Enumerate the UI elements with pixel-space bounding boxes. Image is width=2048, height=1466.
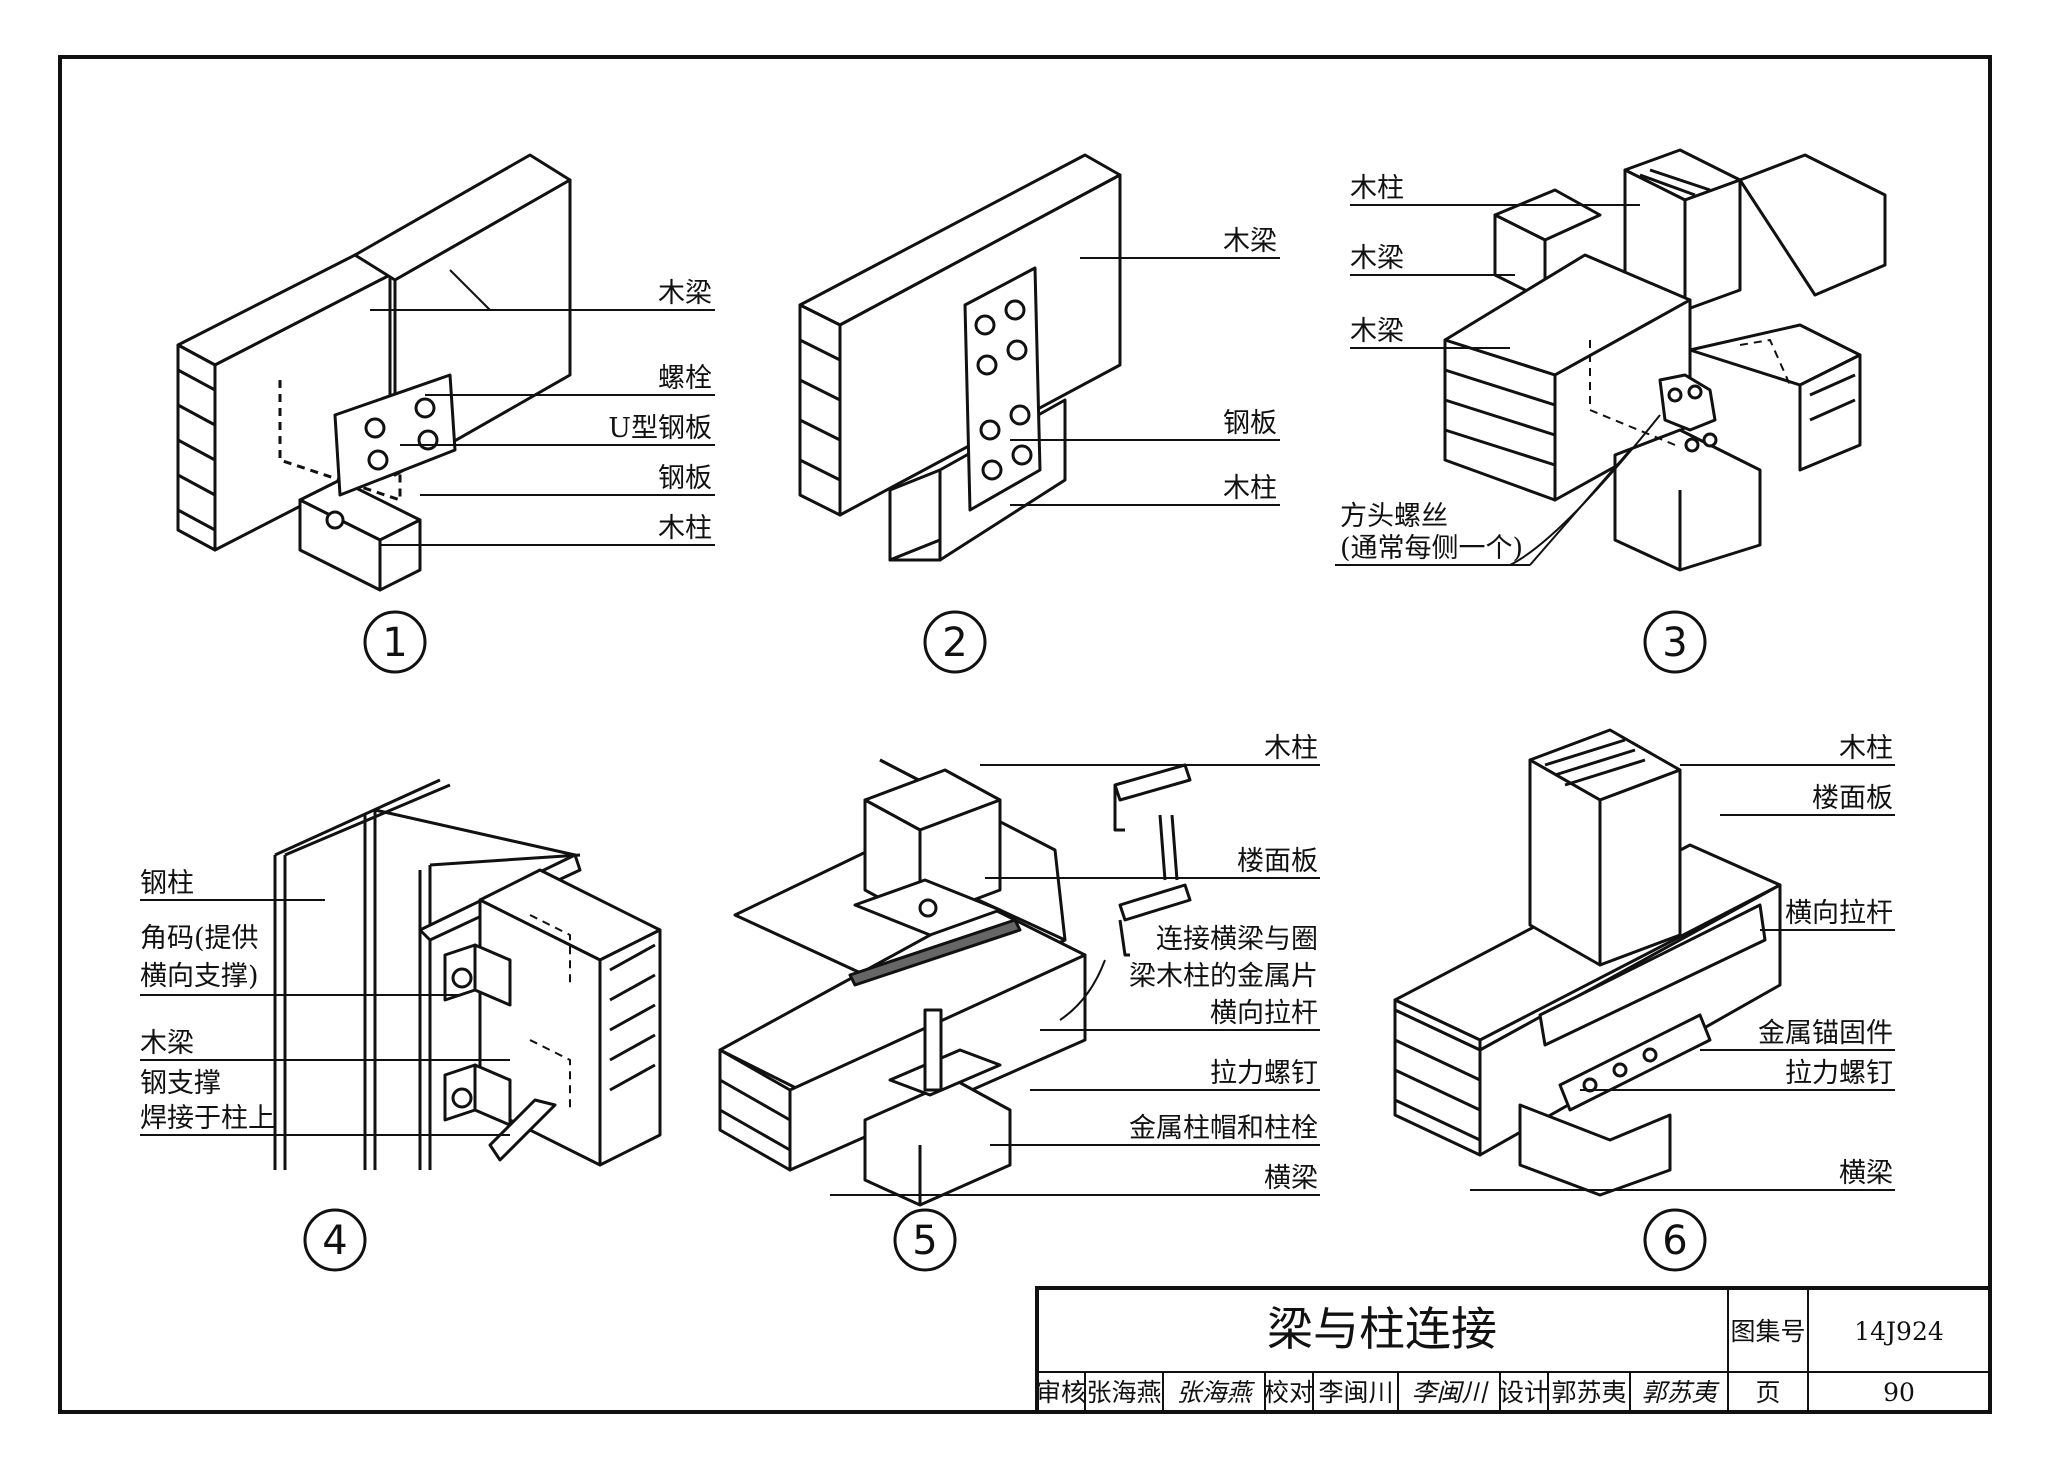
diagram-5	[718, 758, 1192, 1207]
label-wood-beam: 木梁	[140, 1028, 194, 1059]
reviewer-name: 张海燕	[1086, 1378, 1161, 1407]
label-wood-column: 木柱	[1839, 733, 1893, 764]
label-lag-screw: 方头螺丝	[1340, 501, 1448, 532]
designer-signature: 郭苏夷	[1641, 1378, 1720, 1407]
diagram-number: 1	[382, 620, 407, 666]
label-cross-beam: 横梁	[1264, 1163, 1318, 1194]
diagram-number: 5	[912, 1218, 937, 1264]
check-label: 校对	[1264, 1378, 1314, 1407]
diagram-numbers	[303, 610, 1707, 1272]
label-floor-slab: 楼面板	[1237, 846, 1318, 877]
design-label: 设计	[1499, 1378, 1549, 1407]
page-number: 90	[1883, 1378, 1915, 1407]
page-label: 页	[1755, 1378, 1780, 1407]
checker-name: 李闽川	[1318, 1378, 1393, 1407]
label-steel-plate: 钢板	[1223, 408, 1277, 439]
label-wood-beam: 木梁	[1350, 243, 1404, 274]
diagram-6	[1393, 728, 1782, 1197]
label-lag-bolt: 拉力螺钉	[1210, 1058, 1318, 1089]
label-metal-strap-2: 梁木柱的金属片	[1129, 961, 1318, 992]
diagram-number: 2	[942, 620, 967, 666]
diagram-2	[798, 153, 1122, 562]
label-angle-clip-note: 横向支撑)	[140, 961, 259, 992]
label-wood-beam: 木梁	[658, 278, 712, 309]
label-floor-slab: 楼面板	[1812, 783, 1893, 814]
diagram-number: 3	[1662, 620, 1687, 666]
label-bolt: 螺栓	[658, 363, 712, 394]
diagram-5-leaders	[830, 764, 1320, 1196]
diagram-1-leaders	[370, 309, 715, 546]
labels-diagram-1: 木梁 螺栓 U型钢板 钢板 木柱	[608, 278, 712, 544]
diagram-3-leaders	[1335, 204, 1661, 566]
diagram-2-leaders	[1010, 257, 1280, 506]
labels-diagram-5: 木柱 楼面板 连接横梁与圈 梁木柱的金属片 横向拉杆 拉力螺钉 金属柱帽和柱栓 …	[1129, 733, 1318, 1194]
checker-signature: 李闽川	[1411, 1378, 1489, 1407]
drawing-title: 梁与柱连接	[1267, 1302, 1497, 1356]
label-steel-plate: 钢板	[658, 463, 712, 494]
label-metal-anchor: 金属锚固件	[1758, 1018, 1893, 1049]
label-lag-screw-note: (通常每侧一个)	[1340, 533, 1523, 564]
label-angle-clip: 角码(提供	[140, 923, 259, 954]
label-wood-column: 木柱	[1264, 733, 1318, 764]
sheet-frame	[58, 55, 1992, 1414]
atlas-number: 14J924	[1854, 1317, 1944, 1346]
label-metal-strap: 连接横梁与圈	[1156, 924, 1318, 955]
diagram-number: 4	[322, 1218, 347, 1264]
labels-diagram-4: 钢柱 角码(提供 横向支撑) 木梁 钢支撑 焊接于柱上	[140, 868, 275, 1134]
label-wood-column: 木柱	[1223, 473, 1277, 504]
label-u-steel-plate: U型钢板	[608, 413, 712, 444]
diagram-3	[1443, 148, 1887, 572]
diagram-4	[273, 778, 662, 1170]
label-tie-rod: 横向拉杆	[1210, 998, 1318, 1029]
reviewer-signature: 张海燕	[1176, 1378, 1255, 1407]
diagram-1	[176, 153, 572, 592]
diagram-4-leaders	[140, 899, 510, 1136]
labels-diagram-3: 木柱 木梁 木梁 方头螺丝 (通常每侧一个)	[1340, 173, 1523, 564]
label-column-cap: 金属柱帽和柱栓	[1129, 1113, 1318, 1144]
label-welded-to-column: 焊接于柱上	[140, 1103, 275, 1134]
label-steel-column: 钢柱	[140, 868, 194, 899]
atlas-label: 图集号	[1730, 1317, 1805, 1346]
label-wood-column: 木柱	[1350, 173, 1404, 204]
diagram-number-labels: 1 2 3 4 5 6	[322, 620, 1687, 1264]
title-block	[1035, 1286, 1992, 1414]
label-cross-beam: 横梁	[1839, 1158, 1893, 1189]
label-tie-rod: 横向拉杆	[1785, 898, 1893, 929]
diagram-6-leaders	[1470, 764, 1895, 1191]
labels-diagram-6: 木柱 楼面板 横向拉杆 金属锚固件 拉力螺钉 横梁	[1758, 733, 1893, 1189]
diagram-number: 6	[1662, 1218, 1687, 1264]
label-wood-beam: 木梁	[1350, 316, 1404, 347]
review-label: 审核	[1036, 1378, 1086, 1407]
labels-diagram-2: 木梁 钢板 木柱	[1223, 226, 1277, 504]
label-wood-column: 木柱	[658, 513, 712, 544]
label-lag-bolt: 拉力螺钉	[1785, 1058, 1893, 1089]
label-wood-beam: 木梁	[1223, 226, 1277, 257]
label-steel-brace: 钢支撑	[140, 1068, 221, 1099]
designer-name: 郭苏夷	[1551, 1378, 1626, 1407]
title-block-text: 梁与柱连接 图集号 14J924 审核 张海燕 张海燕 校对 李闽川 李闽川 设…	[1036, 1302, 1944, 1407]
